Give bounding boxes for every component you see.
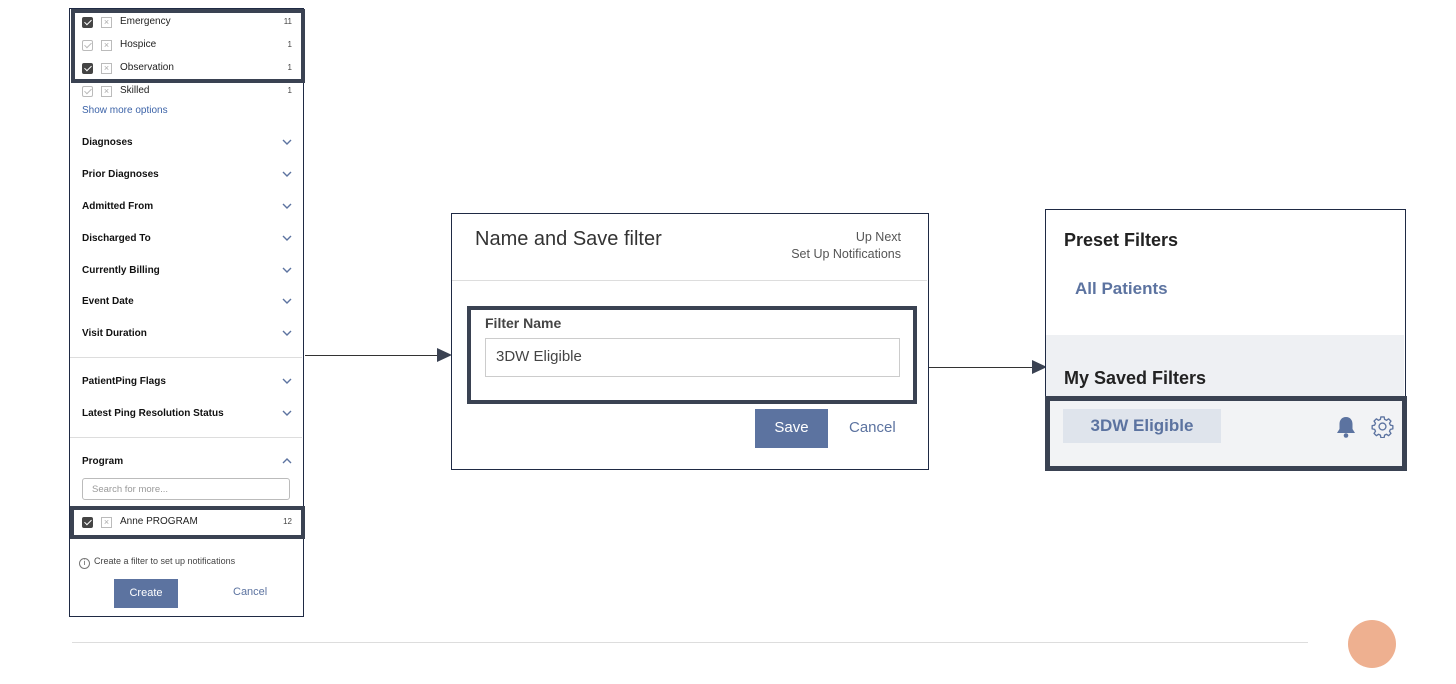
option-count: 1: [287, 40, 292, 49]
next-step-label: Set Up Notifications: [791, 247, 901, 261]
chevron-down-icon: [282, 171, 292, 177]
section-program[interactable]: Program: [82, 456, 294, 472]
flow-arrow-head: [1032, 360, 1047, 374]
section-label: Visit Duration: [82, 328, 147, 339]
chevron-down-icon: [282, 139, 292, 145]
flow-arrow-line: [929, 367, 1033, 368]
option-label: Emergency: [120, 16, 171, 27]
flow-arrow-head: [437, 348, 452, 362]
checkbox[interactable]: [82, 40, 93, 51]
section-discharged-to[interactable]: Discharged To: [82, 233, 294, 249]
filter-name-input[interactable]: 3DW Eligible: [485, 338, 900, 377]
chevron-up-icon: [282, 458, 292, 464]
saved-filter-row: 3DW Eligible: [1045, 396, 1407, 471]
divider: [70, 437, 302, 438]
section-prior-diagnoses[interactable]: Prior Diagnoses: [82, 169, 294, 185]
option-row-emergency[interactable]: × Emergency 11: [82, 14, 292, 32]
section-admitted-from[interactable]: Admitted From: [82, 201, 294, 217]
exclude-icon[interactable]: ×: [101, 86, 112, 97]
saved-filters-heading: My Saved Filters: [1064, 368, 1207, 388]
up-next: Up Next Set Up Notifications: [791, 229, 901, 263]
option-row-hospice[interactable]: × Hospice 1: [82, 37, 292, 55]
cancel-button[interactable]: Cancel: [849, 419, 896, 436]
chevron-down-icon: [282, 203, 292, 209]
highlight-frame: [71, 9, 305, 83]
section-label: Diagnoses: [82, 137, 133, 148]
save-button[interactable]: Save: [755, 409, 828, 448]
section-label: Event Date: [82, 296, 134, 307]
info-icon: i: [79, 558, 90, 569]
option-label: Anne PROGRAM: [120, 516, 198, 527]
option-count: 1: [287, 86, 292, 95]
filter-name-group: Filter Name 3DW Eligible: [467, 306, 917, 404]
checkbox[interactable]: [82, 86, 93, 97]
section-label: Latest Ping Resolution Status: [82, 408, 224, 419]
section-latest-ping-resolution[interactable]: Latest Ping Resolution Status: [82, 408, 294, 424]
save-filter-dialog: Name and Save filter Up Next Set Up Noti…: [451, 213, 929, 470]
decorative-circle: [1348, 620, 1396, 668]
dialog-title: Name and Save filter: [475, 228, 662, 250]
saved-filters-section: My Saved Filters 3DW Eligible: [1045, 335, 1407, 471]
program-search-input[interactable]: Search for more...: [82, 478, 290, 500]
info-message: i Create a filter to set up notifications: [79, 556, 235, 569]
exclude-icon[interactable]: ×: [101, 40, 112, 51]
filters-panel: Preset Filters All Patients My Saved Fil…: [1045, 209, 1407, 471]
exclude-icon[interactable]: ×: [101, 63, 112, 74]
option-count: 12: [283, 517, 292, 526]
option-row-observation[interactable]: × Observation 1: [82, 60, 292, 78]
show-more-link[interactable]: Show more options: [82, 105, 168, 116]
section-patientping-flags[interactable]: PatientPing Flags: [82, 376, 294, 392]
divider: [452, 280, 927, 281]
section-currently-billing[interactable]: Currently Billing: [82, 265, 294, 281]
option-count: 11: [283, 17, 292, 26]
chevron-down-icon: [282, 298, 292, 304]
chevron-down-icon: [282, 330, 292, 336]
preset-filter-all-patients[interactable]: All Patients: [1075, 279, 1168, 298]
section-diagnoses[interactable]: Diagnoses: [82, 137, 294, 153]
chevron-down-icon: [282, 267, 292, 273]
checkbox[interactable]: [82, 63, 93, 74]
gear-icon[interactable]: [1371, 415, 1394, 438]
option-label: Skilled: [120, 85, 150, 96]
flow-arrow-line: [305, 355, 438, 356]
filter-name-label: Filter Name: [485, 315, 562, 331]
section-label: Currently Billing: [82, 265, 160, 276]
option-label: Hospice: [120, 39, 157, 50]
cancel-button[interactable]: Cancel: [233, 586, 268, 598]
info-text: Create a filter to set up notifications: [94, 556, 236, 566]
checkbox[interactable]: [82, 17, 93, 28]
saved-filter-3dw-eligible[interactable]: 3DW Eligible: [1063, 409, 1221, 443]
section-event-date[interactable]: Event Date: [82, 296, 294, 312]
chevron-down-icon: [282, 410, 292, 416]
option-count: 1: [287, 63, 292, 72]
highlight-frame: [70, 506, 305, 539]
section-label: Prior Diagnoses: [82, 169, 159, 180]
checkbox[interactable]: [82, 517, 93, 528]
chevron-down-icon: [282, 378, 292, 384]
chevron-down-icon: [282, 235, 292, 241]
create-button[interactable]: Create: [114, 579, 178, 608]
section-label: Admitted From: [82, 201, 154, 212]
divider: [70, 357, 302, 358]
filter-panel: × Emergency 11 × Hospice 1 × Observation…: [69, 8, 305, 617]
option-row-anne-program[interactable]: × Anne PROGRAM 12: [82, 514, 292, 532]
up-next-label: Up Next: [855, 230, 901, 244]
section-label: Program: [82, 456, 124, 467]
exclude-icon[interactable]: ×: [101, 17, 112, 28]
section-visit-duration[interactable]: Visit Duration: [82, 328, 294, 344]
option-row-skilled[interactable]: × Skilled 1: [82, 83, 292, 101]
section-label: Discharged To: [82, 233, 151, 244]
footer-rule: [72, 642, 1308, 643]
exclude-icon[interactable]: ×: [101, 517, 112, 528]
bell-icon[interactable]: [1335, 415, 1357, 439]
preset-filters-heading: Preset Filters: [1064, 230, 1179, 250]
option-label: Observation: [120, 62, 174, 73]
section-label: PatientPing Flags: [82, 376, 166, 387]
